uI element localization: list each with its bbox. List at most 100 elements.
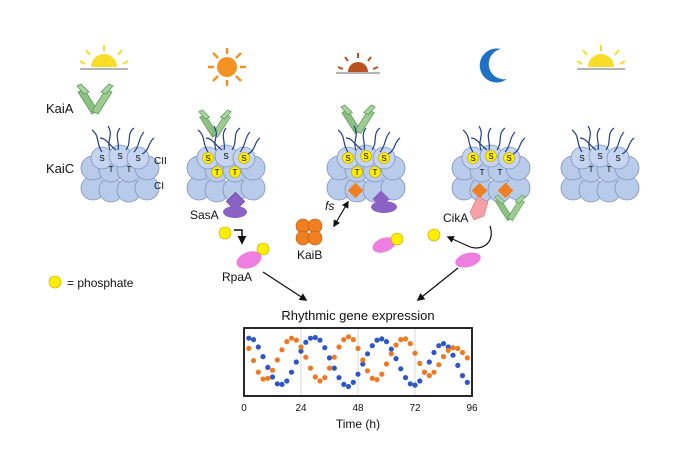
data-point-series-2 xyxy=(265,375,271,381)
data-point-series-1 xyxy=(398,366,404,372)
cika-dephosphorylation-arrow xyxy=(446,225,492,249)
fs-label: fs xyxy=(325,199,334,213)
x-tick-label: 48 xyxy=(352,403,364,414)
data-point-series-1 xyxy=(250,337,257,343)
x-tick-label: 72 xyxy=(409,403,421,414)
moon-icon xyxy=(479,48,507,83)
data-point-series-1 xyxy=(383,339,390,345)
data-point-series-1 xyxy=(274,381,280,387)
kaib-label: KaiB xyxy=(297,248,322,262)
data-point-series-2 xyxy=(464,355,470,361)
svg-text:S: S xyxy=(223,152,228,161)
data-point-series-2 xyxy=(445,347,451,353)
data-point-series-1 xyxy=(407,381,413,387)
data-point-series-2 xyxy=(269,367,276,373)
data-point-series-2 xyxy=(440,354,447,360)
data-point-series-2 xyxy=(322,375,328,381)
data-point-series-1 xyxy=(426,359,432,365)
data-point-series-1 xyxy=(369,343,375,349)
kaia-protein xyxy=(494,194,526,221)
data-point-series-1 xyxy=(360,361,366,367)
data-point-series-2 xyxy=(317,378,323,384)
data-point-series-1 xyxy=(412,382,418,388)
data-point-series-1 xyxy=(331,365,337,371)
phosphate-legend: = phosphate xyxy=(48,275,134,290)
data-point-series-1 xyxy=(345,383,352,390)
svg-text:S: S xyxy=(99,154,104,163)
cika-protein xyxy=(469,195,489,221)
data-point-series-2 xyxy=(431,369,437,375)
svg-text:S: S xyxy=(597,152,602,161)
svg-text:S: S xyxy=(205,154,210,163)
svg-text:S: S xyxy=(363,152,368,161)
data-point-series-2 xyxy=(421,369,428,375)
data-point-series-2 xyxy=(388,351,394,357)
svg-text:S: S xyxy=(345,154,350,163)
svg-text:T: T xyxy=(355,168,360,177)
x-tick-label: 24 xyxy=(295,403,307,414)
kaib-tetramer xyxy=(295,218,323,246)
sasa-label: SasA xyxy=(190,208,219,222)
svg-text:S: S xyxy=(506,154,511,163)
data-point-series-2 xyxy=(402,336,409,342)
data-point-series-1 xyxy=(464,379,470,385)
kaia-label: KaiA xyxy=(46,101,74,116)
data-point-series-1 xyxy=(303,339,309,345)
data-point-series-2 xyxy=(288,335,295,341)
data-point-series-1 xyxy=(450,352,456,358)
svg-text:T: T xyxy=(498,168,503,177)
data-point-series-2 xyxy=(350,337,356,343)
phosphate-dot xyxy=(427,228,441,242)
data-point-series-1 xyxy=(355,371,361,377)
sasa-protein xyxy=(371,190,397,213)
output-arrow-right xyxy=(416,267,459,301)
data-point-series-1 xyxy=(388,346,394,352)
data-point-series-2 xyxy=(426,373,432,379)
data-point-series-1 xyxy=(317,337,323,343)
svg-text:= phosphate: = phosphate xyxy=(67,276,134,290)
data-point-series-1 xyxy=(269,374,276,380)
kaic-hexamer-stage-1: S S S T T xyxy=(80,125,160,203)
svg-text:T: T xyxy=(607,165,612,174)
data-point-series-2 xyxy=(374,377,380,383)
svg-text:T: T xyxy=(373,168,378,177)
x-axis-label: Time (h) xyxy=(336,417,380,431)
kaia-protein xyxy=(76,83,114,115)
data-point-series-1 xyxy=(431,349,437,356)
sunrise-icon xyxy=(576,45,626,70)
svg-text:S: S xyxy=(470,154,475,163)
svg-text:T: T xyxy=(127,165,132,174)
kaib-fs-marker xyxy=(347,182,364,199)
data-point-series-1 xyxy=(279,381,285,387)
data-point-series-1 xyxy=(374,337,380,343)
x-tick-label: 96 xyxy=(466,403,478,414)
data-point-series-2 xyxy=(412,350,418,356)
svg-text:S: S xyxy=(615,154,620,163)
rpaa-protein xyxy=(455,252,481,268)
data-point-series-1 xyxy=(341,381,347,387)
sunrise-icon xyxy=(79,45,129,70)
data-point-series-1 xyxy=(417,378,423,384)
data-point-series-2 xyxy=(459,349,466,356)
data-point-series-2 xyxy=(383,361,390,367)
data-point-series-2 xyxy=(260,376,266,382)
cika-label: CikA xyxy=(443,211,468,225)
data-point-series-2 xyxy=(355,345,361,351)
data-point-series-1 xyxy=(379,336,385,342)
data-point-series-1 xyxy=(393,356,399,362)
data-point-series-1 xyxy=(440,341,447,347)
data-point-series-2 xyxy=(331,354,337,360)
kaib-fs-marker xyxy=(471,182,488,199)
svg-text:S: S xyxy=(117,152,122,161)
chart-points xyxy=(246,334,470,390)
data-point-series-2 xyxy=(298,344,304,350)
output-arrow-left xyxy=(262,271,308,301)
data-point-series-2 xyxy=(393,342,399,348)
rpaa-protein xyxy=(236,242,270,269)
kaic-hexamer-stage-5: S S S T T xyxy=(560,125,640,203)
data-point-series-2 xyxy=(369,375,375,381)
data-point-series-1 xyxy=(265,364,271,370)
